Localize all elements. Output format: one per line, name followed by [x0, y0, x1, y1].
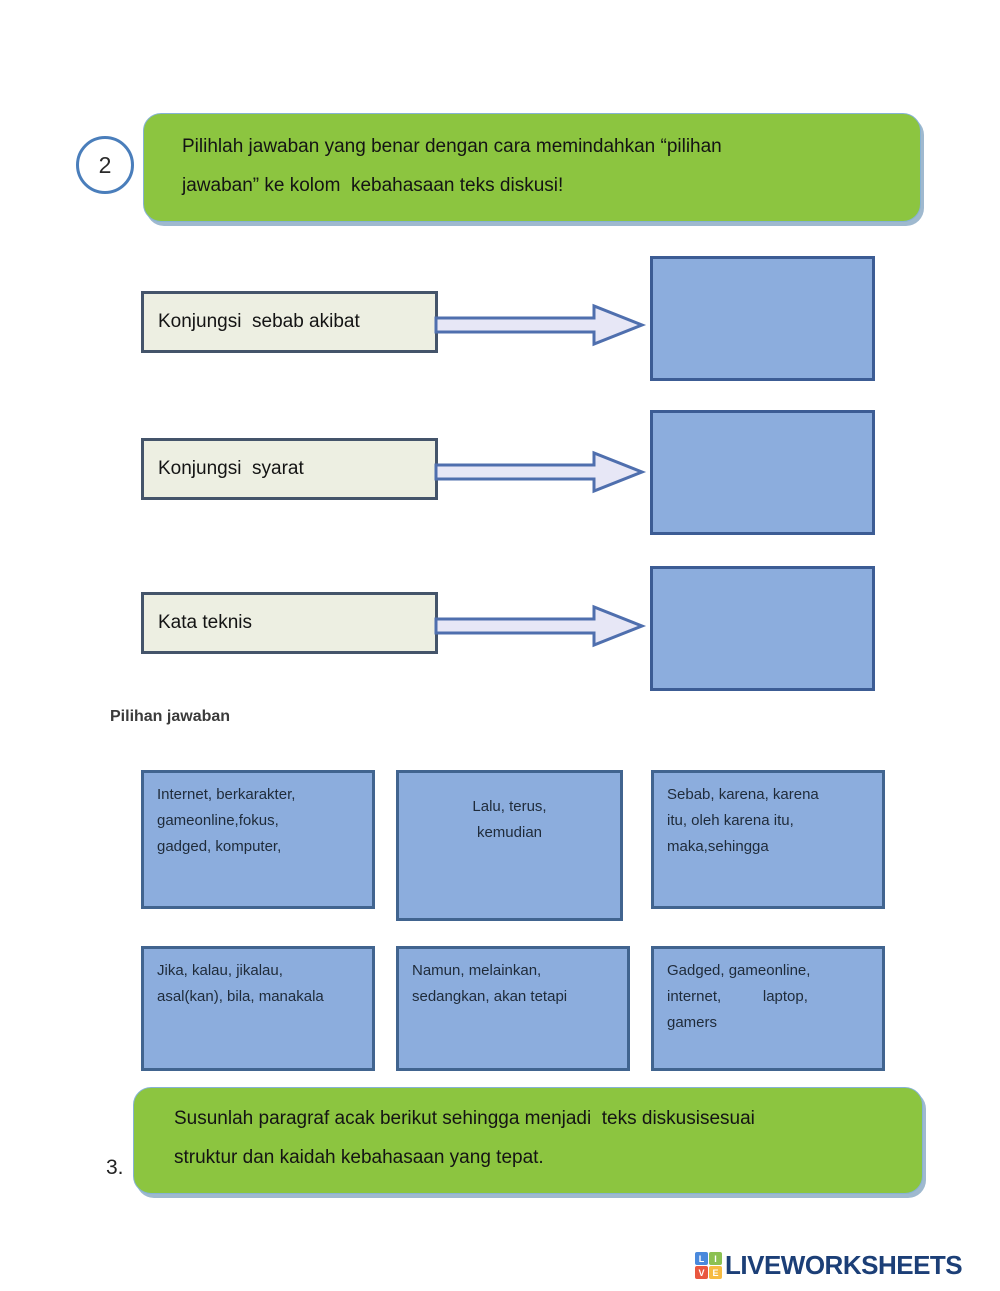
question-2-number: 2: [98, 151, 112, 178]
arrow-right-icon: [434, 604, 647, 648]
logo-tile-i: I: [709, 1252, 722, 1265]
logo-tile-e: E: [709, 1266, 722, 1279]
drop-zone-kata-teknis[interactable]: [650, 566, 875, 691]
answer-option-sebab-karena[interactable]: Sebab, karena, karena itu, oleh karena i…: [651, 770, 885, 909]
answer-option-gadged-gameonline[interactable]: Gadged, gameonline, internet, laptop, ga…: [651, 946, 885, 1071]
answer-option-lalu-terus[interactable]: Lalu, terus, kemudian: [396, 770, 623, 921]
match-label-text: Konjungsi sebab akibat: [158, 311, 360, 332]
instruction-line-2: struktur dan kaidah kebahasaan yang tepa…: [174, 1147, 544, 1168]
drop-zone-konjungsi-syarat[interactable]: [650, 410, 875, 535]
liveworksheets-logo[interactable]: L I V E LIVEWORKSHEETS: [695, 1250, 963, 1281]
answer-option-internet-berkarakter[interactable]: Internet, berkarakter, gameonline,fokus,…: [141, 770, 375, 909]
instruction-line-1: Pilihlah jawaban yang benar dengan cara …: [182, 136, 722, 157]
question-3-instruction-box: Susunlah paragraf acak berikut sehingga …: [133, 1087, 923, 1194]
answers-heading: Pilihan jawaban: [110, 708, 231, 725]
logo-tile-l: L: [695, 1252, 708, 1265]
question-2-instruction-box: Pilihlah jawaban yang benar dengan cara …: [143, 113, 921, 222]
arrow-right-icon: [434, 450, 647, 494]
instruction-line-1: Susunlah paragraf acak berikut sehingga …: [174, 1108, 755, 1129]
match-label-kata-teknis: Kata teknis: [141, 592, 438, 654]
arrow-right-icon: [434, 303, 647, 347]
match-label-konjungsi-syarat: Konjungsi syarat: [141, 438, 438, 500]
match-label-konjungsi-sebab-akibat: Konjungsi sebab akibat: [141, 291, 438, 353]
logo-tile-v: V: [695, 1266, 708, 1279]
liveworksheets-logo-text: LIVEWORKSHEETS: [725, 1250, 963, 1280]
question-3-number: 3.: [106, 1156, 124, 1179]
instruction-line-2: jawaban” ke kolom kebahasaan teks diskus…: [182, 175, 564, 196]
match-label-text: Kata teknis: [158, 612, 252, 633]
question-2-number-badge: 2: [76, 136, 134, 194]
answer-option-namun-melainkan[interactable]: Namun, melainkan, sedangkan, akan tetapi: [396, 946, 630, 1071]
answer-option-jika-kalau[interactable]: Jika, kalau, jikalau, asal(kan), bila, m…: [141, 946, 375, 1071]
drop-zone-konjungsi-sebab-akibat[interactable]: [650, 256, 875, 381]
liveworksheets-logo-icon: L I V E: [695, 1252, 722, 1279]
match-label-text: Konjungsi syarat: [158, 458, 304, 479]
